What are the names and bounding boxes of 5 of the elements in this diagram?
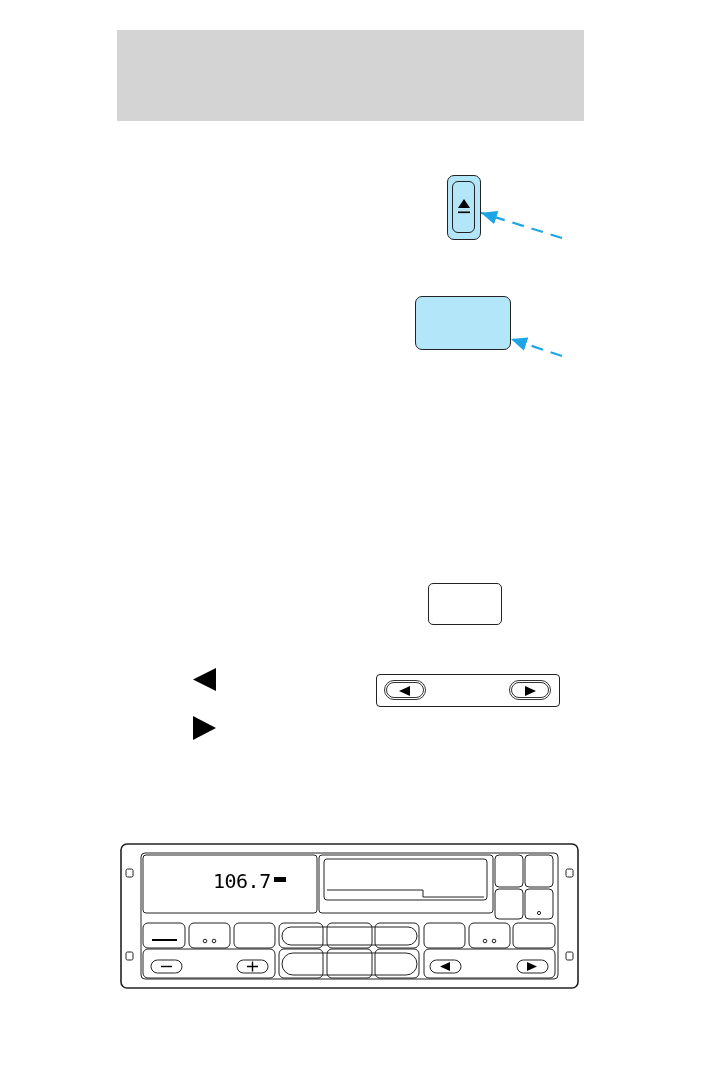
eject-button [447,175,481,240]
arrow [480,210,563,240]
arrow [510,337,563,358]
push-button [415,296,511,350]
frequency-readout: 106.7 [213,871,271,891]
